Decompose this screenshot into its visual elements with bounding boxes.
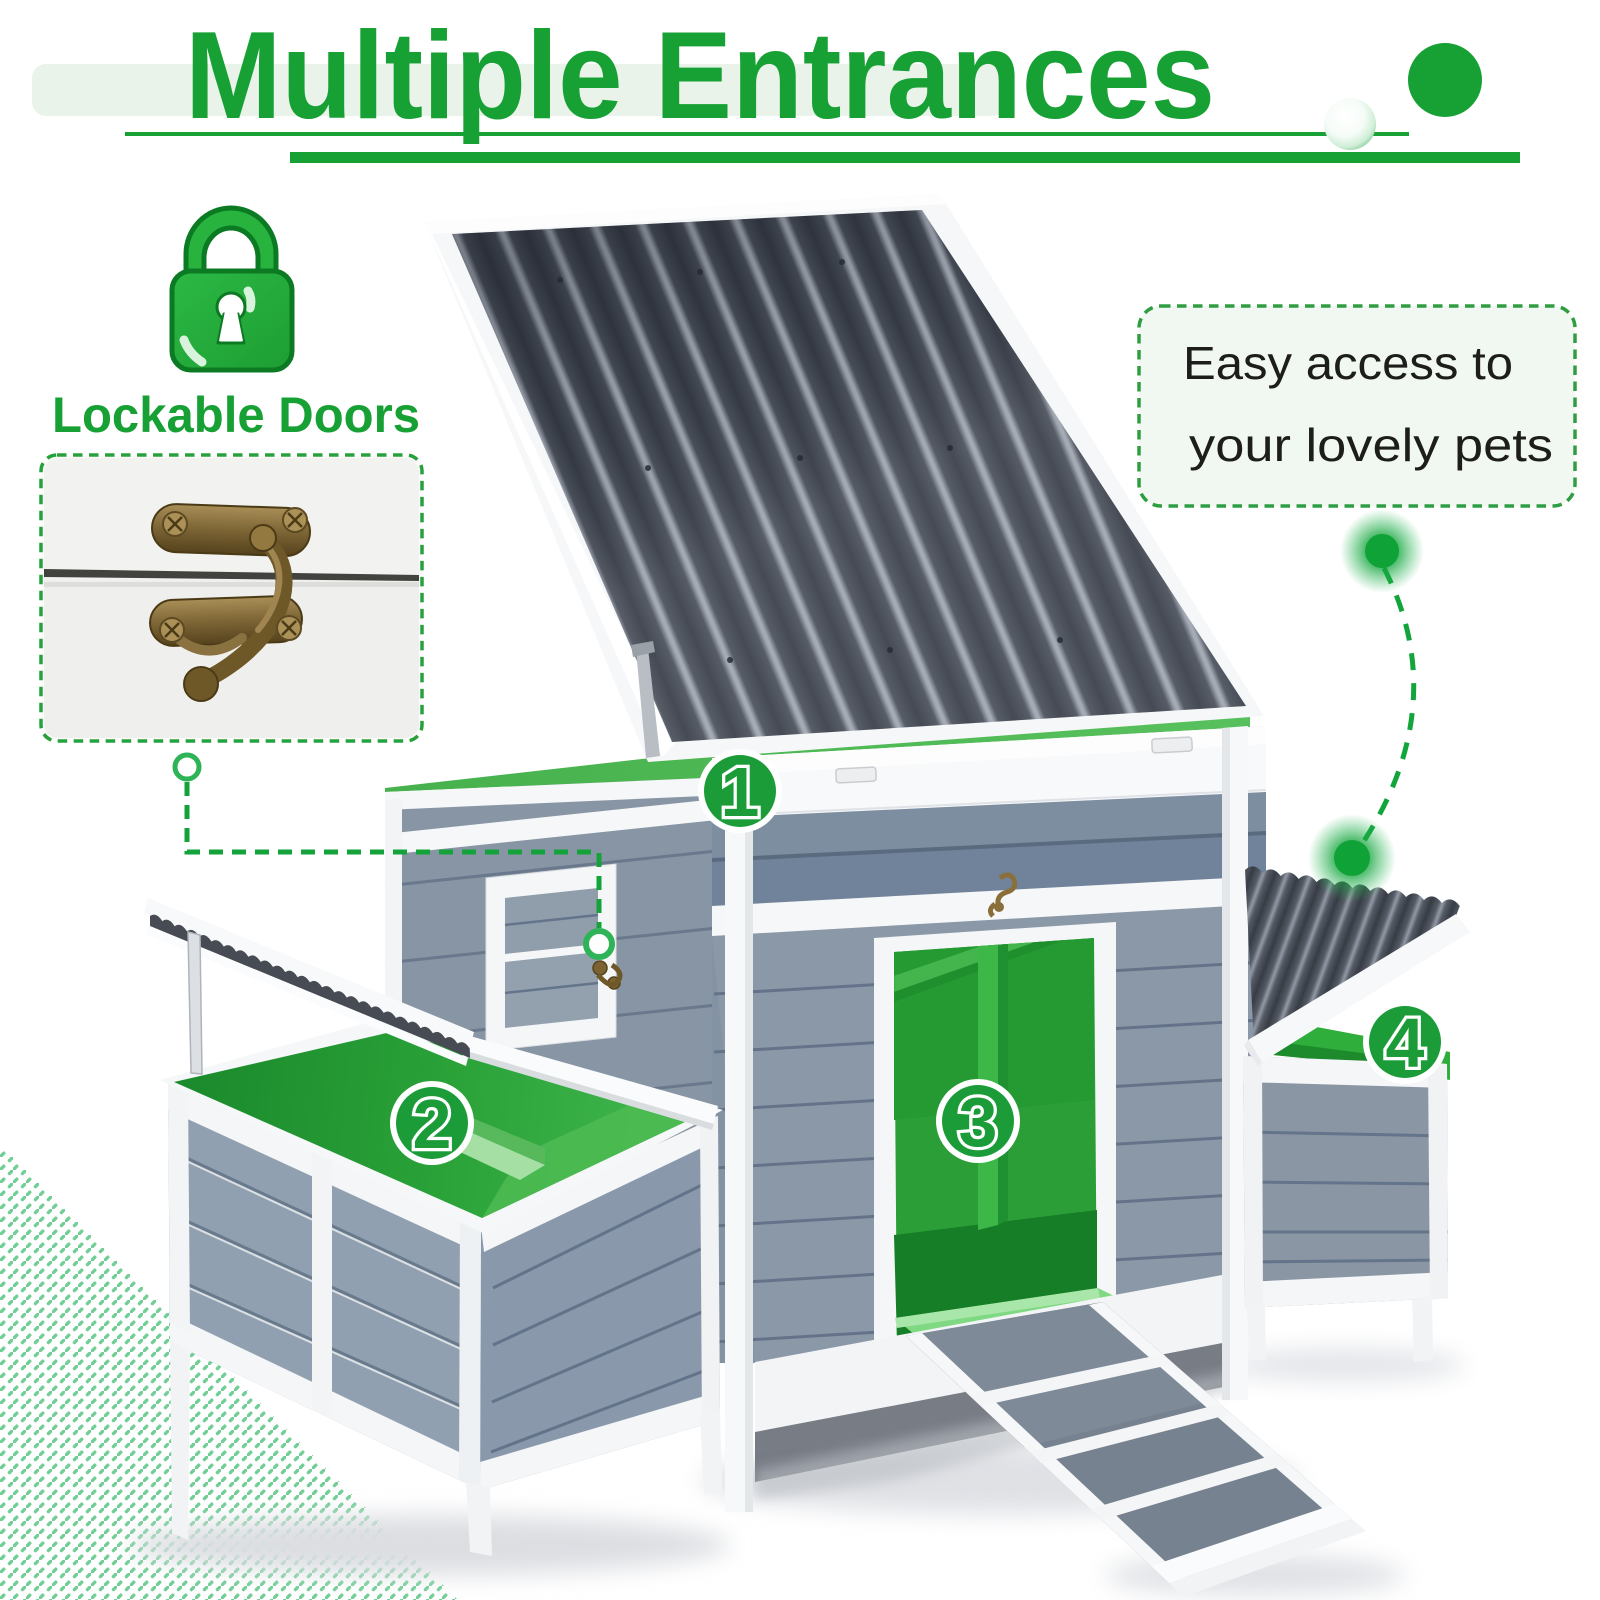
- svg-text:Easy access to: Easy access to: [1183, 337, 1513, 389]
- svg-text:your lovely pets: your lovely pets: [1189, 419, 1553, 471]
- svg-text:2: 2: [413, 1085, 452, 1163]
- svg-text:Multiple Entrances: Multiple Entrances: [185, 7, 1215, 145]
- svg-text:Lockable Doors: Lockable Doors: [52, 387, 420, 443]
- svg-text:4: 4: [1386, 1004, 1425, 1082]
- svg-text:3: 3: [959, 1083, 998, 1161]
- svg-text:1: 1: [721, 753, 760, 831]
